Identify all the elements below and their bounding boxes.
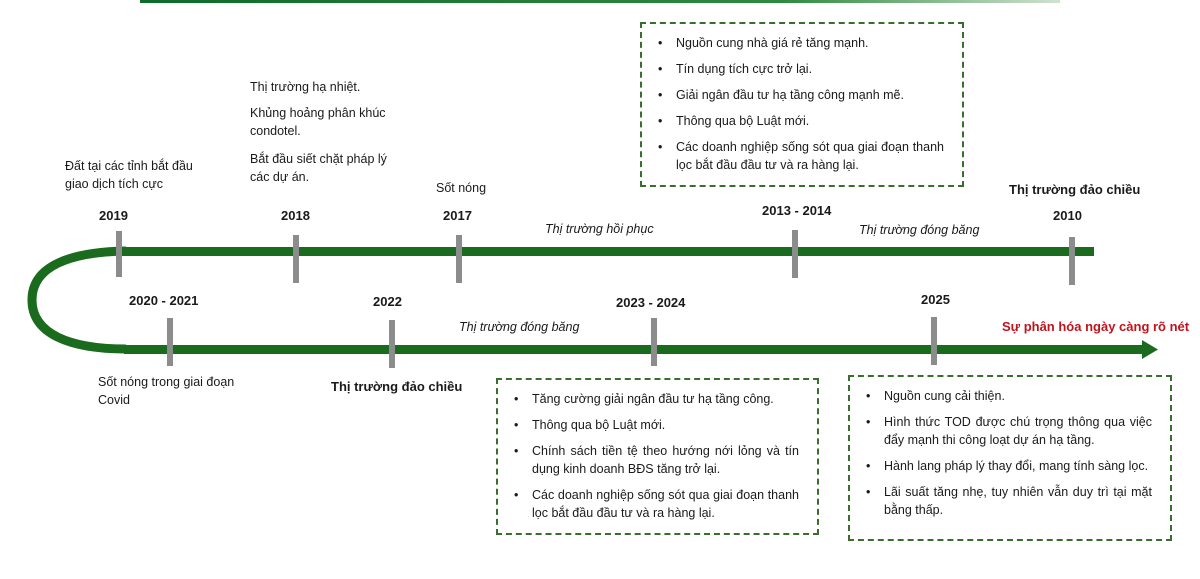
box-2023-item: Tăng cường giải ngân đầu tư hạ tầng công… xyxy=(512,390,799,408)
info-box-2023-2024: Tăng cường giải ngân đầu tư hạ tầng công… xyxy=(496,378,819,535)
year-2022: 2022 xyxy=(373,294,402,309)
year-2023-2024: 2023 - 2024 xyxy=(616,295,686,310)
phase-frozen-bottom: Thị trường đóng băng xyxy=(459,320,580,334)
tick-2018 xyxy=(293,235,299,283)
box-2025-item: Nguồn cung cải thiện. xyxy=(864,387,1152,405)
top-accent-bar xyxy=(140,0,1060,3)
info-box-2025: Nguồn cung cải thiện. Hình thức TOD được… xyxy=(848,375,1172,541)
box-2013-item: Các doanh nghiệp sống sót qua giai đoạn … xyxy=(656,138,944,174)
note-2010: Thị trường đảo chiều xyxy=(1009,182,1141,197)
note-2020-2021: Sốt nóng trong giai đoạn Covid xyxy=(98,375,235,407)
phase-frozen-top: Thị trường đóng băng xyxy=(859,223,980,237)
box-2013-item: Giải ngân đầu tư hạ tầng công mạnh mẽ. xyxy=(656,86,944,104)
note-2018-2: Khủng hoảng phân khúc condotel. xyxy=(250,106,386,138)
tick-2023-2024 xyxy=(651,318,657,366)
box-2023-item: Thông qua bộ Luật mới. xyxy=(512,416,799,434)
year-2017: 2017 xyxy=(443,208,472,223)
year-2013-2014: 2013 - 2014 xyxy=(762,203,832,218)
year-2025: 2025 xyxy=(921,292,950,307)
bottom-timeline-arrowhead xyxy=(1142,340,1158,359)
note-2018-3: Bắt đầu siết chặt pháp lý các dự án. xyxy=(250,152,387,184)
year-2018: 2018 xyxy=(281,208,310,223)
box-2025-item: Hành lang pháp lý thay đổi, mang tính sà… xyxy=(864,457,1152,475)
tick-2017 xyxy=(456,235,462,283)
note-2019: Đất tại các tỉnh bắt đầu giao dịch tích … xyxy=(65,159,193,191)
phase-recovery: Thị trường hồi phục xyxy=(545,222,654,236)
box-2013-item: Tín dụng tích cực trở lại. xyxy=(656,60,944,78)
year-2010: 2010 xyxy=(1053,208,1082,223)
note-2022: Thị trường đảo chiều xyxy=(331,379,463,394)
arrow-label: Sự phân hóa ngày càng rõ nét xyxy=(1002,319,1190,334)
note-2018-1: Thị trường hạ nhiệt. xyxy=(250,80,361,94)
year-2020-2021: 2020 - 2021 xyxy=(129,293,199,308)
info-box-2013-2014: Nguồn cung nhà giá rẻ tăng mạnh. Tín dụn… xyxy=(640,22,964,187)
box-2025-item: Hình thức TOD được chú trọng thông qua v… xyxy=(864,413,1152,449)
box-2023-item: Chính sách tiền tệ theo hướng nới lỏng v… xyxy=(512,442,799,478)
tick-2013-2014 xyxy=(792,230,798,278)
tick-2010 xyxy=(1069,237,1075,285)
note-2017: Sốt nóng xyxy=(436,181,487,195)
timeline-uturn xyxy=(27,246,127,354)
tick-2025 xyxy=(931,317,937,365)
tick-2022 xyxy=(389,320,395,368)
box-2023-item: Các doanh nghiệp sống sót qua giai đoạn … xyxy=(512,486,799,522)
box-2025-item: Lãi suất tăng nhẹ, tuy nhiên vẫn duy trì… xyxy=(864,483,1152,519)
box-2013-item: Nguồn cung nhà giá rẻ tăng mạnh. xyxy=(656,34,944,52)
tick-2020-2021 xyxy=(167,318,173,366)
top-timeline-line xyxy=(118,247,1094,256)
bottom-timeline-line xyxy=(124,345,1144,354)
box-2013-item: Thông qua bộ Luật mới. xyxy=(656,112,944,130)
tick-2019 xyxy=(116,231,122,277)
year-2019: 2019 xyxy=(99,208,128,223)
